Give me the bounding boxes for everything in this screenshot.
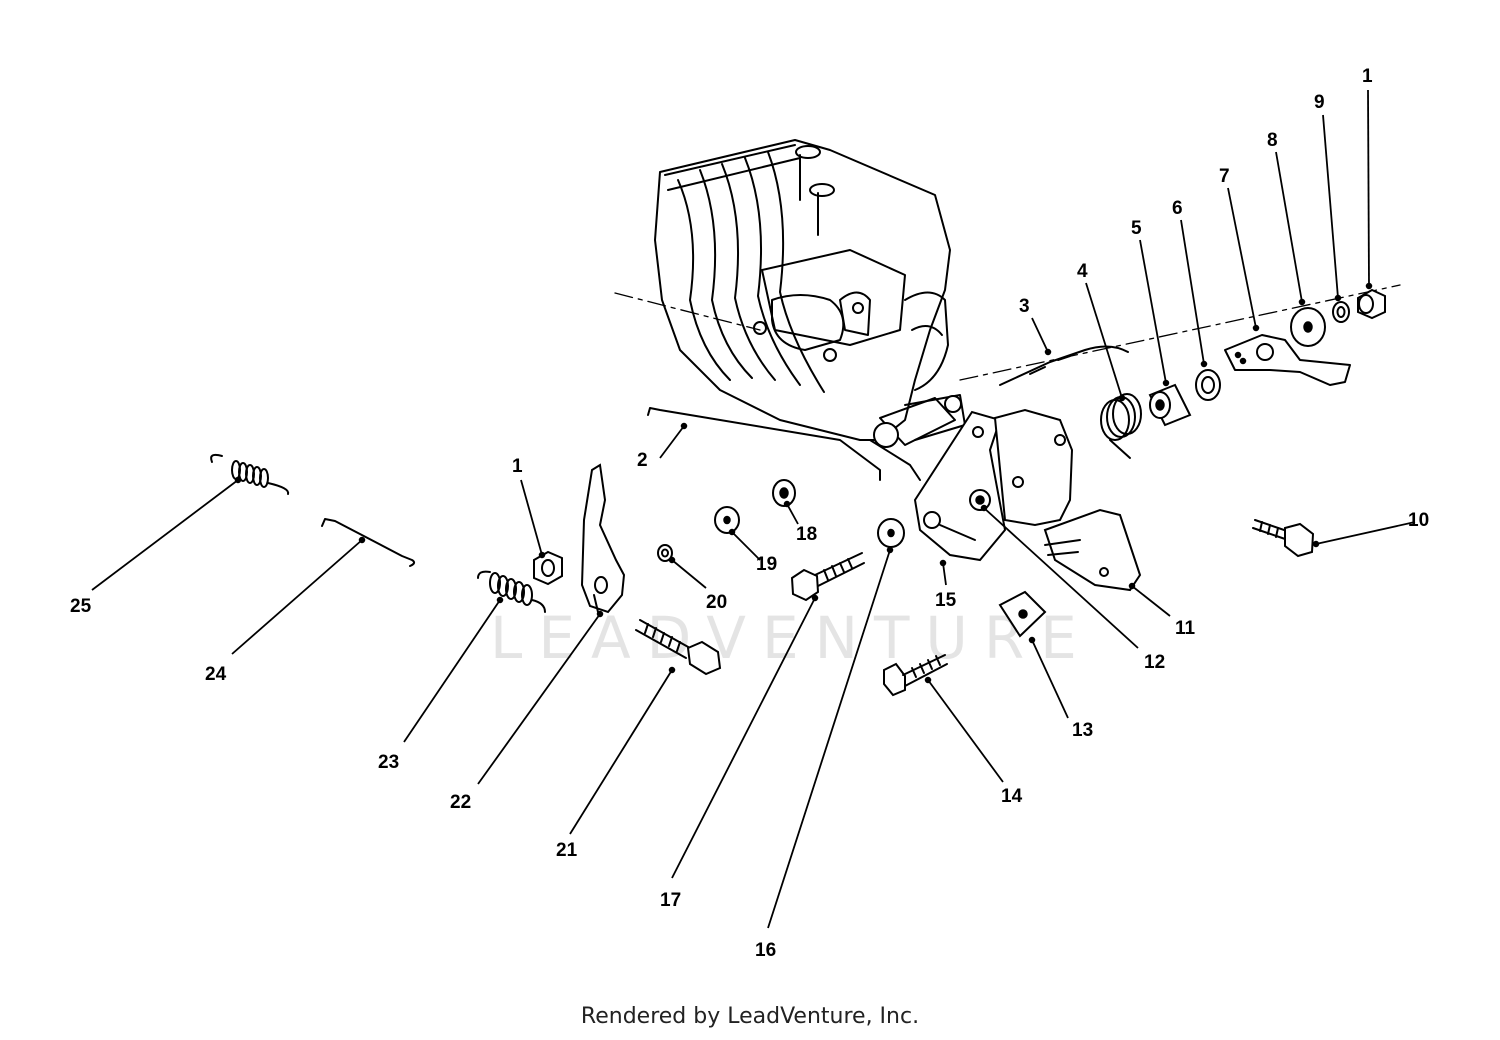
engine-block xyxy=(614,139,1401,481)
callout-11: 11 xyxy=(1175,618,1196,639)
callout-3: 3 xyxy=(1019,296,1030,317)
callout-13: 13 xyxy=(1072,720,1093,741)
part-23-spring xyxy=(477,570,546,613)
callout-22: 22 xyxy=(450,792,471,813)
part-24-link xyxy=(321,518,416,567)
part-8-washer xyxy=(1290,307,1326,347)
part-21-bolt xyxy=(635,619,722,676)
part-16-washer xyxy=(877,518,905,548)
part-19-washer xyxy=(714,506,740,534)
part-13-clip xyxy=(998,590,1047,638)
callout-4: 4 xyxy=(1077,261,1088,282)
part-1-nut-left xyxy=(533,550,563,586)
part-9-lockwasher xyxy=(1332,301,1350,323)
part-2-link xyxy=(647,407,881,481)
callout-8: 8 xyxy=(1267,130,1278,151)
watermark-text: LEADVENTURE xyxy=(490,604,1093,672)
callout-1-right: 1 xyxy=(1362,66,1373,87)
part-14-screw xyxy=(883,654,948,697)
callout-15: 15 xyxy=(935,590,957,611)
part-15-bracket xyxy=(913,410,1007,562)
part-11-bracket xyxy=(1043,508,1142,592)
footer-credit: Rendered by LeadVenture, Inc. xyxy=(580,1004,920,1029)
callout-5: 5 xyxy=(1131,218,1142,239)
part-12-plate xyxy=(969,408,1074,527)
part-20-washer xyxy=(657,544,673,562)
part-7-lever xyxy=(1224,334,1351,386)
callout-23: 23 xyxy=(378,752,399,773)
part-3-rod xyxy=(999,345,1129,386)
callout-19: 19 xyxy=(756,554,777,575)
callout-24: 24 xyxy=(205,664,227,685)
callout-16: 16 xyxy=(755,940,776,961)
callout-9: 9 xyxy=(1314,92,1325,113)
callout-labels: 1 9 8 7 6 5 4 3 2 10 11 12 13 14 15 16 1… xyxy=(70,66,1429,961)
part-4-spring xyxy=(1100,393,1142,459)
part-10-bolt xyxy=(1252,519,1315,558)
callout-6: 6 xyxy=(1172,198,1183,219)
callout-14: 14 xyxy=(1001,786,1023,807)
callout-25: 25 xyxy=(70,596,92,617)
part-22-arm xyxy=(580,463,626,614)
callout-7: 7 xyxy=(1219,166,1230,187)
part-5-bushing xyxy=(1148,383,1192,427)
callout-18: 18 xyxy=(796,524,817,545)
callout-2: 2 xyxy=(637,450,648,471)
part-6-washer xyxy=(1195,369,1221,401)
callout-21: 21 xyxy=(556,840,578,861)
part-18-bushing xyxy=(772,479,796,507)
callout-20: 20 xyxy=(706,592,727,613)
callout-12: 12 xyxy=(1144,652,1165,673)
callout-10: 10 xyxy=(1408,510,1429,531)
part-17-bolt xyxy=(790,552,865,602)
callout-17: 17 xyxy=(660,890,681,911)
part-1-nut-right xyxy=(1357,288,1386,320)
callout-1-left: 1 xyxy=(512,456,523,477)
part-25-spring xyxy=(210,453,290,495)
leader-lines xyxy=(91,89,1416,929)
